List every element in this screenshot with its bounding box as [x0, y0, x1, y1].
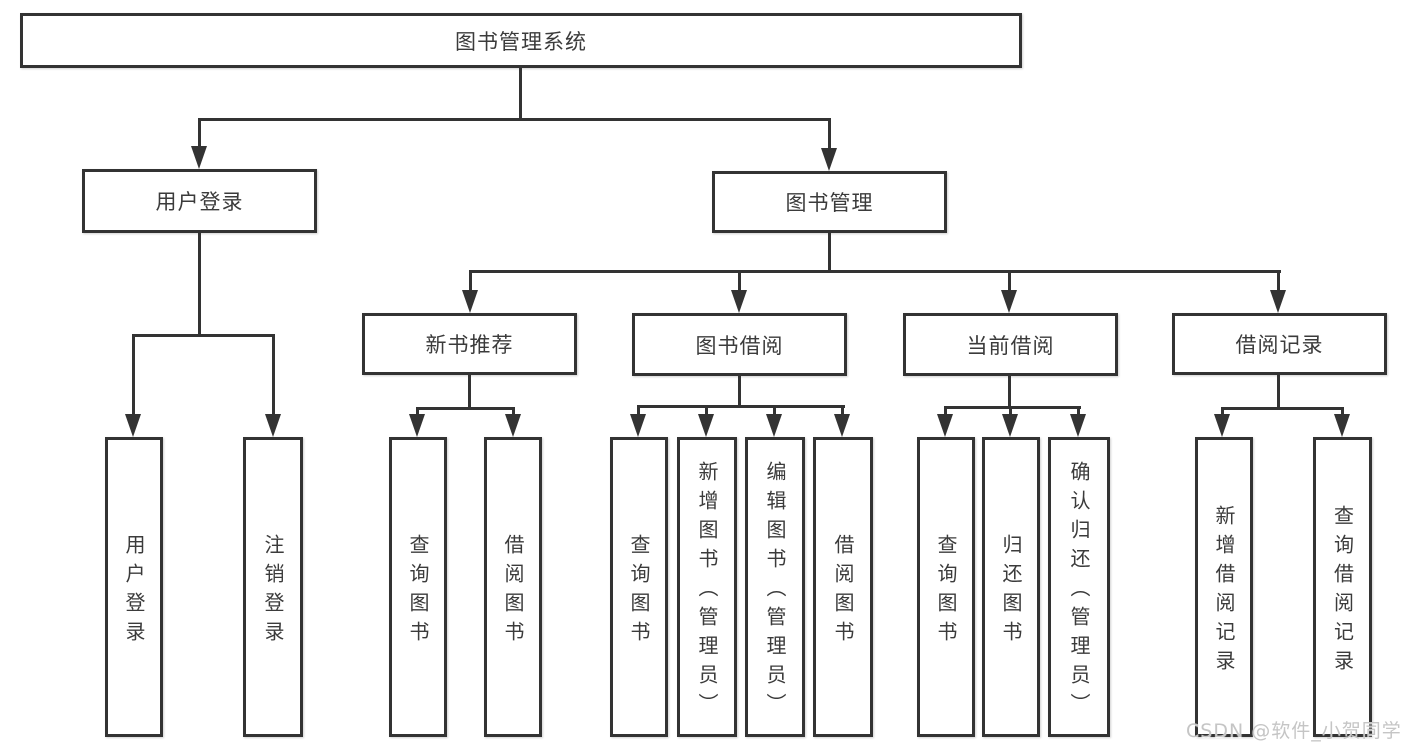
- leaf-return-books: 归还图书: [982, 437, 1040, 737]
- leaf-label: 借阅图书: [501, 533, 525, 650]
- connector-login-stem: [198, 233, 201, 337]
- connector-login-split: [132, 334, 275, 337]
- arrow-down-icon: [409, 414, 425, 437]
- arrow-down-icon: [834, 414, 850, 437]
- connector-newbooks-split: [416, 407, 515, 410]
- arrow-down-icon: [937, 414, 953, 437]
- connector-current-drop-1: [944, 406, 947, 418]
- connector-root-stem: [519, 68, 522, 120]
- connector-records-drop-1: [1221, 407, 1224, 419]
- connector-borrow-split: [637, 405, 845, 408]
- leaf-query-books-current: 查询图书: [917, 437, 975, 737]
- arrow-down-icon: [191, 146, 207, 169]
- leaf-logout-login: 注销登录: [243, 437, 303, 737]
- connector-current-stem: [1008, 376, 1011, 409]
- connector-current-drop-3: [1077, 406, 1080, 418]
- leaf-add-books-admin: 新增图书（管理员）: [677, 437, 737, 737]
- arrow-down-icon: [1002, 414, 1018, 437]
- leaf-query-books-borrow: 查询图书: [610, 437, 668, 737]
- arrow-down-icon: [766, 414, 782, 437]
- connector-mgmt-drop-2: [738, 270, 741, 295]
- node-borrow-records: 借阅记录: [1172, 313, 1387, 375]
- leaf-user-login: 用户登录: [105, 437, 163, 737]
- leaf-label: 注销登录: [261, 533, 285, 650]
- connector-records-drop-2: [1341, 407, 1344, 419]
- node-library-system: 图书管理系统: [20, 13, 1022, 68]
- leaf-label: 查询图书: [406, 533, 430, 650]
- connector-newbooks-drop-1: [416, 407, 419, 419]
- connector-borrow-drop-4: [841, 405, 844, 418]
- leaf-label: 借阅图书: [831, 533, 855, 650]
- arrow-down-icon: [1270, 290, 1286, 313]
- leaf-add-borrow-record: 新增借阅记录: [1195, 437, 1253, 737]
- node-book-management: 图书管理: [712, 171, 947, 233]
- connector-newbooks-drop-2: [512, 407, 515, 419]
- connector-borrow-drop-3: [773, 405, 776, 418]
- arrow-down-icon: [265, 414, 281, 437]
- arrow-down-icon: [1001, 290, 1017, 313]
- arrow-down-icon: [505, 414, 521, 437]
- leaf-borrow-books-recommend: 借阅图书: [484, 437, 542, 737]
- leaf-borrow-books: 借阅图书: [813, 437, 873, 737]
- connector-records-stem: [1277, 375, 1280, 410]
- connector-borrow-stem: [738, 376, 741, 408]
- arrow-down-icon: [698, 414, 714, 437]
- node-user-login: 用户登录: [82, 169, 317, 233]
- leaf-label: 新增借阅记录: [1212, 504, 1236, 679]
- arrow-down-icon: [125, 414, 141, 437]
- arrow-down-icon: [630, 414, 646, 437]
- connector-records-split: [1221, 407, 1344, 410]
- leaf-label: 归还图书: [999, 533, 1023, 650]
- connector-login-drop-2: [272, 334, 275, 418]
- connector-current-drop-2: [1009, 406, 1012, 418]
- arrow-down-icon: [1334, 414, 1350, 437]
- arrow-down-icon: [731, 290, 747, 313]
- connector-current-split: [944, 406, 1081, 409]
- connector-mgmt-stem: [828, 233, 831, 273]
- leaf-label: 用户登录: [122, 533, 146, 650]
- leaf-label: 查询图书: [627, 533, 651, 650]
- leaf-confirm-return-admin: 确认归还（管理员）: [1048, 437, 1110, 737]
- arrow-down-icon: [821, 148, 837, 171]
- leaf-label: 新增图书（管理员）: [695, 461, 719, 722]
- connector-mgmt-split: [469, 270, 1281, 273]
- connector-newbooks-stem: [468, 375, 471, 410]
- connector-root-split: [198, 118, 831, 121]
- node-book-borrow: 图书借阅: [632, 313, 847, 376]
- node-current-borrow: 当前借阅: [903, 313, 1118, 376]
- connector-mgmt-drop-1: [469, 270, 472, 295]
- leaf-edit-books-admin: 编辑图书（管理员）: [745, 437, 805, 737]
- arrow-down-icon: [1070, 414, 1086, 437]
- connector-mgmt-drop-4: [1277, 270, 1280, 295]
- leaf-query-borrow-record: 查询借阅记录: [1313, 437, 1372, 737]
- connector-borrow-drop-1: [637, 405, 640, 418]
- arrow-down-icon: [462, 290, 478, 313]
- leaf-label: 查询借阅记录: [1330, 504, 1355, 679]
- leaf-label: 查询图书: [934, 533, 958, 650]
- arrow-down-icon: [1214, 414, 1230, 437]
- node-new-book-recommend: 新书推荐: [362, 313, 577, 375]
- leaf-label: 确认归还（管理员）: [1067, 461, 1091, 722]
- leaf-label: 编辑图书（管理员）: [763, 461, 787, 722]
- connector-borrow-drop-2: [705, 405, 708, 418]
- leaf-query-books-recommend: 查询图书: [389, 437, 447, 737]
- csdn-watermark: CSDN @软件_小贺同学: [1186, 720, 1402, 742]
- connector-login-drop-1: [132, 334, 135, 418]
- connector-root-drop-left: [198, 118, 201, 148]
- connector-mgmt-drop-3: [1008, 270, 1011, 295]
- connector-root-drop-right: [828, 118, 831, 150]
